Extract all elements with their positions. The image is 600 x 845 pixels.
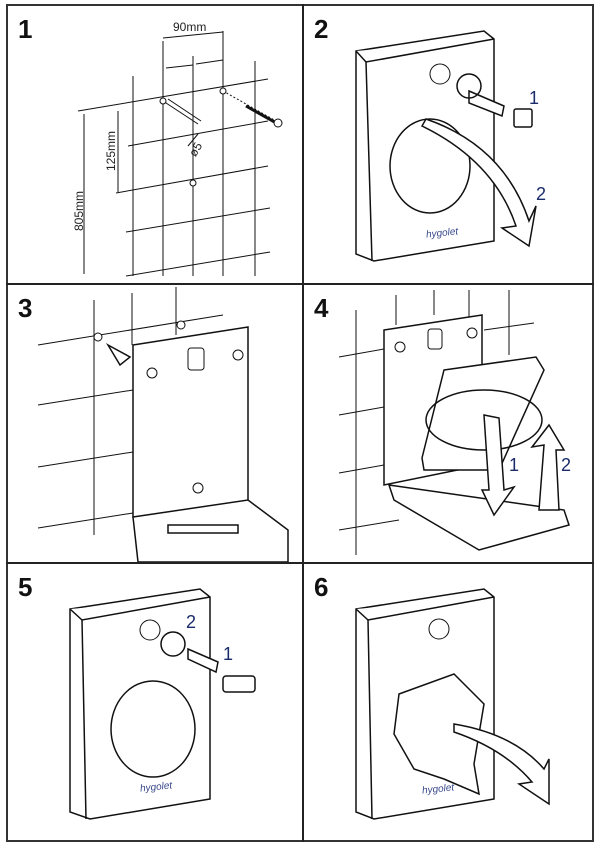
dispenser-open-illustration bbox=[355, 30, 537, 262]
callout-1: 1 bbox=[509, 455, 520, 475]
instruction-sheet bbox=[6, 4, 594, 842]
callout-2: 2 bbox=[186, 612, 197, 632]
row-divider bbox=[6, 562, 594, 564]
dimension-height-label: 805mm bbox=[72, 190, 86, 231]
dimension-spacing-label: 125mm bbox=[104, 130, 118, 171]
step-panel-1: 1 90mm ø5 125mm 805mm bbox=[8, 6, 302, 283]
step-panel-5: 5 2 1 hygolet bbox=[8, 564, 302, 841]
dimension-width-label: 90mm bbox=[173, 20, 207, 34]
bag-insert-illustration bbox=[338, 290, 570, 555]
callout-1: 1 bbox=[529, 88, 540, 108]
callout-2: 2 bbox=[536, 184, 547, 204]
row-divider bbox=[6, 283, 594, 285]
step-number: 6 bbox=[314, 572, 329, 602]
bag-removal-illustration bbox=[355, 588, 550, 820]
dispenser-lock-illustration bbox=[69, 588, 256, 820]
backplate-mount-illustration bbox=[37, 287, 289, 562]
callout-1: 1 bbox=[223, 644, 234, 664]
step-number: 3 bbox=[18, 293, 33, 323]
callout-2: 2 bbox=[561, 455, 572, 475]
step-panel-3: 3 bbox=[8, 285, 302, 562]
step-panel-2: 2 1 2 hygolet bbox=[304, 6, 598, 283]
step-panel-4: 4 1 2 bbox=[304, 285, 598, 562]
step-number: 2 bbox=[314, 14, 329, 44]
step-number: 4 bbox=[314, 293, 329, 323]
wall-grid-illustration bbox=[77, 31, 283, 277]
step-panel-6: 6 hygolet bbox=[304, 564, 598, 841]
step-number: 1 bbox=[18, 14, 33, 44]
step-number: 5 bbox=[18, 572, 33, 602]
column-divider bbox=[302, 4, 304, 842]
